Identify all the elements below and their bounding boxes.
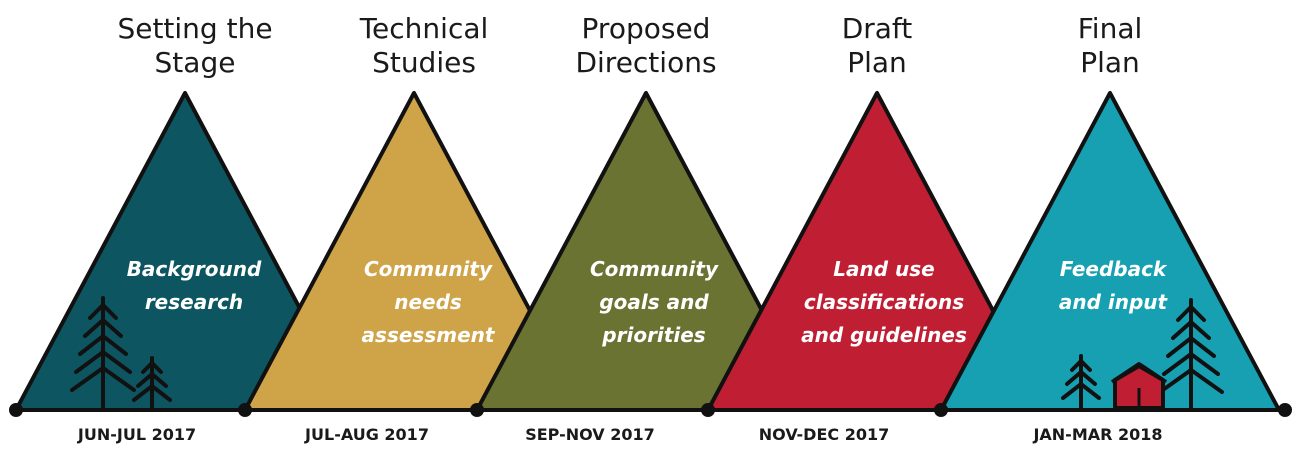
timeline-dot	[1278, 403, 1292, 417]
phase-5-date: JAN-MAR 2018	[1033, 425, 1163, 444]
phase-4-date: NOV-DEC 2017	[758, 425, 890, 444]
timeline-dot	[934, 403, 948, 417]
timeline-dot	[9, 403, 23, 417]
tree-icon	[132, 356, 172, 412]
phase-5-triangle	[939, 91, 1281, 412]
phase-2-date: JUL-AUG 2017	[305, 425, 429, 444]
tree-icon	[70, 296, 136, 412]
tree-icon	[1158, 298, 1224, 412]
timeline-dot	[470, 403, 484, 417]
timeline-dot	[238, 403, 252, 417]
phase-3-date: SEP-NOV 2017	[525, 425, 655, 444]
tree-icon	[1061, 354, 1101, 412]
phase-1-date: JUN-JUL 2017	[77, 425, 197, 444]
house-icon	[1110, 362, 1168, 410]
timeline-dot	[701, 403, 715, 417]
triangles-layer	[14, 91, 1281, 412]
